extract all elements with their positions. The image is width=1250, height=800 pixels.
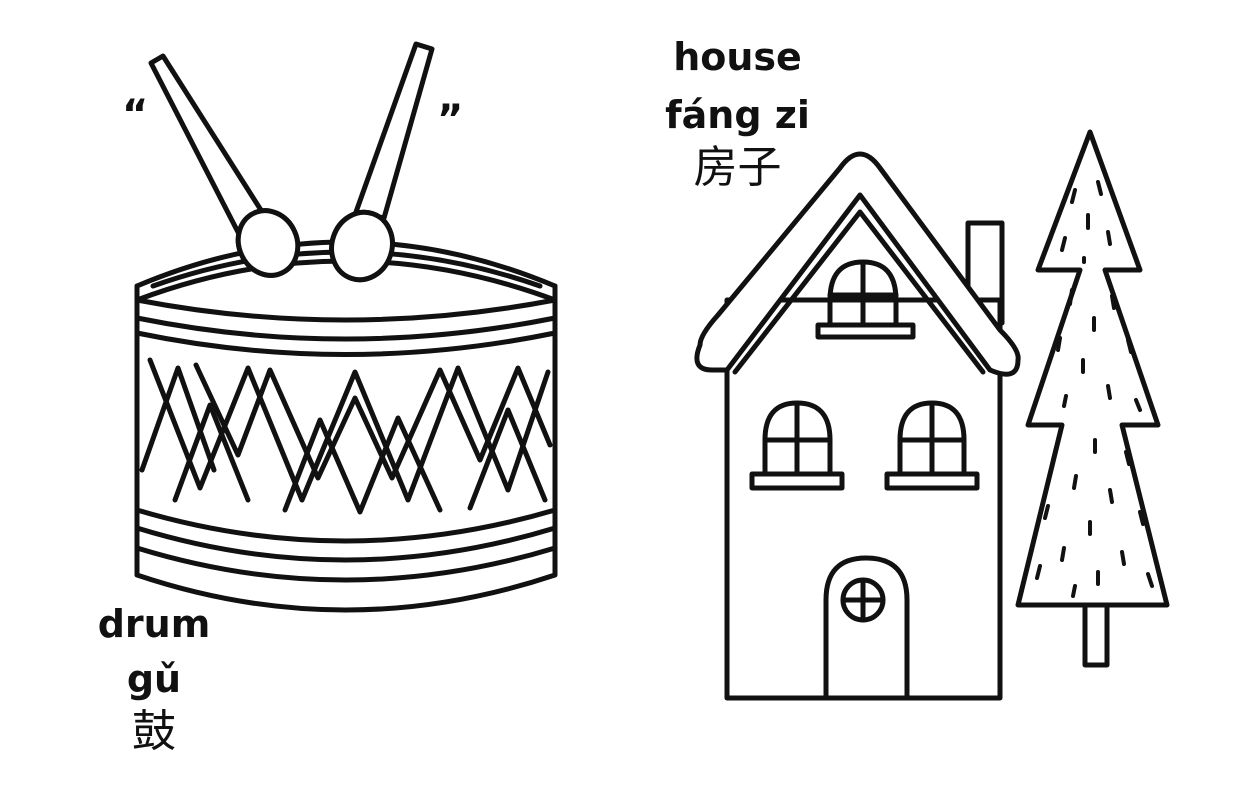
house-roof: [694, 151, 1021, 377]
tree-foliage: [1015, 129, 1170, 608]
right-window: [884, 400, 980, 491]
left-window: [749, 400, 845, 491]
drum-pinyin-label: gǔ: [126, 657, 182, 701]
pine-tree: [1015, 129, 1170, 668]
sound-mark-right: ”: [437, 97, 464, 143]
tree-texture: [1035, 180, 1154, 598]
tree-trunk: [1082, 602, 1110, 668]
drum-hanzi-label: 鼓: [132, 706, 176, 757]
drum-illustration: [134, 41, 558, 613]
house-pinyin-label: fáng zi: [665, 93, 810, 137]
drum-english-label: drum: [97, 602, 211, 646]
house-illustration: [694, 151, 1021, 701]
door: [823, 555, 910, 701]
house-walls: [724, 297, 1003, 701]
house-hanzi-label: 房子: [693, 142, 782, 193]
sound-mark-left: “: [122, 92, 149, 138]
attic-window: [815, 259, 916, 340]
house-english-label: house: [673, 35, 802, 79]
drum-zigzag-pattern: [139, 357, 553, 515]
drum-body: [134, 283, 558, 613]
